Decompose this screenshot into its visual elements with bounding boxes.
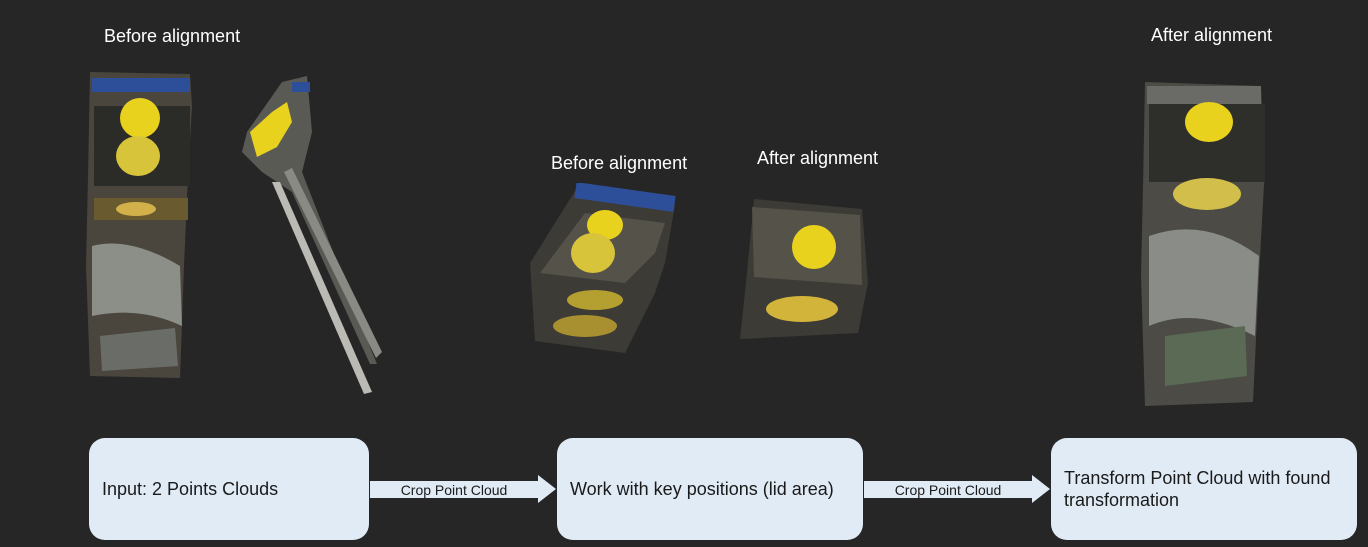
crop-arrow-1: Crop Point Cloud — [370, 475, 556, 503]
work-box: Work with key positions (lid area) — [557, 438, 863, 540]
point-cloud-after-front — [1141, 82, 1265, 406]
after-alignment-label-mid: After alignment — [757, 148, 879, 168]
transform-box: Transform Point Cloud with found transfo… — [1051, 438, 1357, 540]
before-alignment-label-mid: Before alignment — [551, 153, 688, 173]
point-cloud-before-side — [242, 76, 382, 394]
point-cloud-lid-before — [530, 183, 676, 353]
input-box: Input: 2 Points Clouds — [89, 438, 369, 540]
before-alignment-label-top: Before alignment — [104, 26, 241, 46]
crop-arrow-1-label: Crop Point Cloud — [370, 481, 538, 498]
arrow-head-icon — [538, 475, 556, 503]
crop-arrow-2-label: Crop Point Cloud — [864, 481, 1032, 498]
arrow-head-icon — [1032, 475, 1050, 503]
after-alignment-label-top: After alignment — [1151, 25, 1273, 45]
crop-arrow-2: Crop Point Cloud — [864, 475, 1050, 503]
point-cloud-before-front — [86, 72, 192, 378]
point-cloud-lid-after — [740, 199, 868, 339]
